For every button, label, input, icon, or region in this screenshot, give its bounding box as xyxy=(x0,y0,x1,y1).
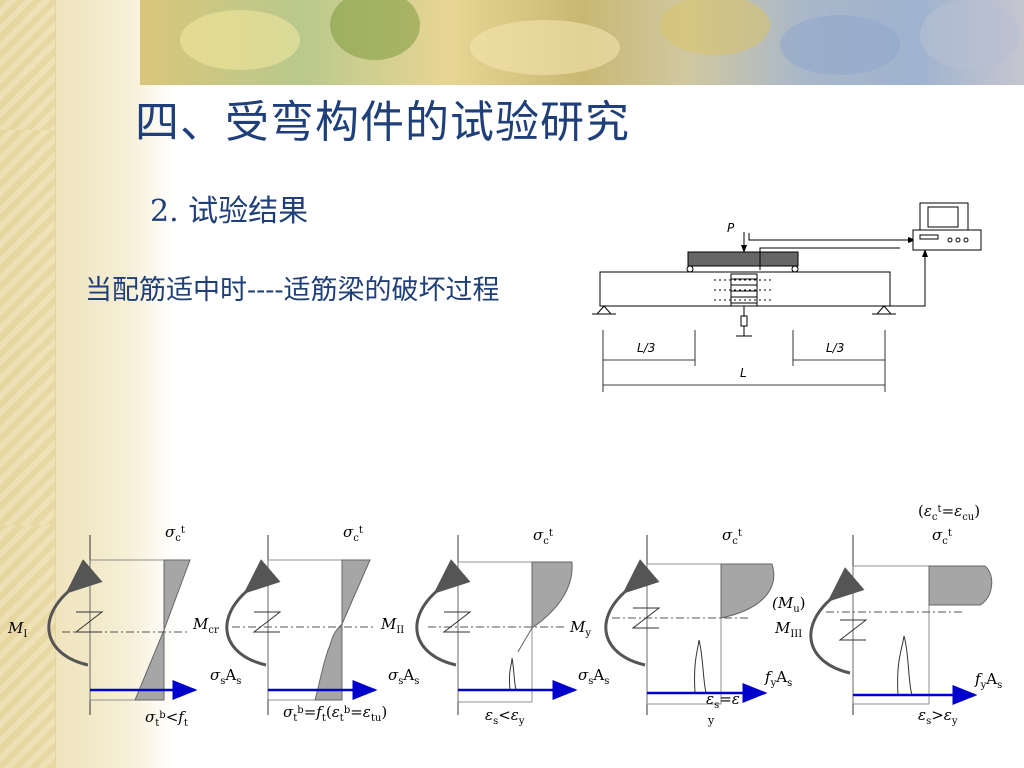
description-text: 当配筋适中时----适筋梁的破坏过程 xyxy=(85,275,500,306)
stage-1-steel: σsAs xyxy=(210,666,241,687)
stage-5-top-note: (εct=εcu) xyxy=(918,502,980,523)
page-title: 四、受弯构件的试验研究 xyxy=(135,97,630,148)
stage-3-top-stress: σct xyxy=(533,526,553,547)
strain-gauges xyxy=(714,273,774,307)
stage-3-my: My xyxy=(569,618,591,639)
stage-4-bottom: εs=ε xyxy=(706,690,740,711)
stage-4-miii: MIII xyxy=(774,619,802,640)
stage-5-diagram: (εct=εcu) σct fyAs εs>εy xyxy=(809,502,1002,727)
right-third-label: L/3 xyxy=(826,341,844,355)
stage-4-top-stress: σct xyxy=(722,526,742,547)
decorative-banner xyxy=(140,0,1024,85)
stage-5-steel: fyAs xyxy=(974,670,1002,691)
stage-2-top-stress: σct xyxy=(343,523,363,544)
stage-5-top-stress: σct xyxy=(932,526,952,547)
stage-1-moment: MI xyxy=(7,619,27,640)
background-left-panel xyxy=(0,0,175,768)
stage-3-diagram: σct My σsAs εs<εy xyxy=(415,526,609,727)
span-label: L xyxy=(740,366,747,380)
left-third-label: L/3 xyxy=(637,341,655,355)
test-setup-diagram: P xyxy=(592,202,982,392)
stage-4-diagram: σct (Mu) MIII fyAs εs=ε y xyxy=(604,526,806,727)
load-label: P xyxy=(727,221,735,235)
stage-2-steel: σsAs xyxy=(388,666,419,687)
stage-3-steel: σsAs xyxy=(578,666,609,687)
stage-4-bottom-sub: y xyxy=(707,714,715,727)
stage-4-steel: fyAs xyxy=(764,668,792,689)
stage-1-mcr: Mcr xyxy=(192,615,219,636)
stage-5-bottom: εs>εy xyxy=(918,706,958,727)
stage-2-bottom: σtb=ft(εtb=εtu) xyxy=(283,703,387,724)
computer-icon xyxy=(912,202,982,251)
stage-2-diagram: σct MII σsAs σtb=ft(εtb=εtu) xyxy=(225,523,419,724)
stage-1-diagram: MI σct Mcr σsAs σtb<ft xyxy=(7,523,241,729)
loading-beam xyxy=(687,251,799,267)
section-subtitle: 2. 试验结果 xyxy=(150,194,309,229)
stage-2-mii: MII xyxy=(380,615,404,636)
stage-3-bottom: εs<εy xyxy=(485,706,525,727)
stage-1-top-stress: σct xyxy=(165,523,185,544)
stage-4-mu: (Mu) xyxy=(772,594,806,615)
stage-1-bottom: σtb<ft xyxy=(145,708,188,729)
